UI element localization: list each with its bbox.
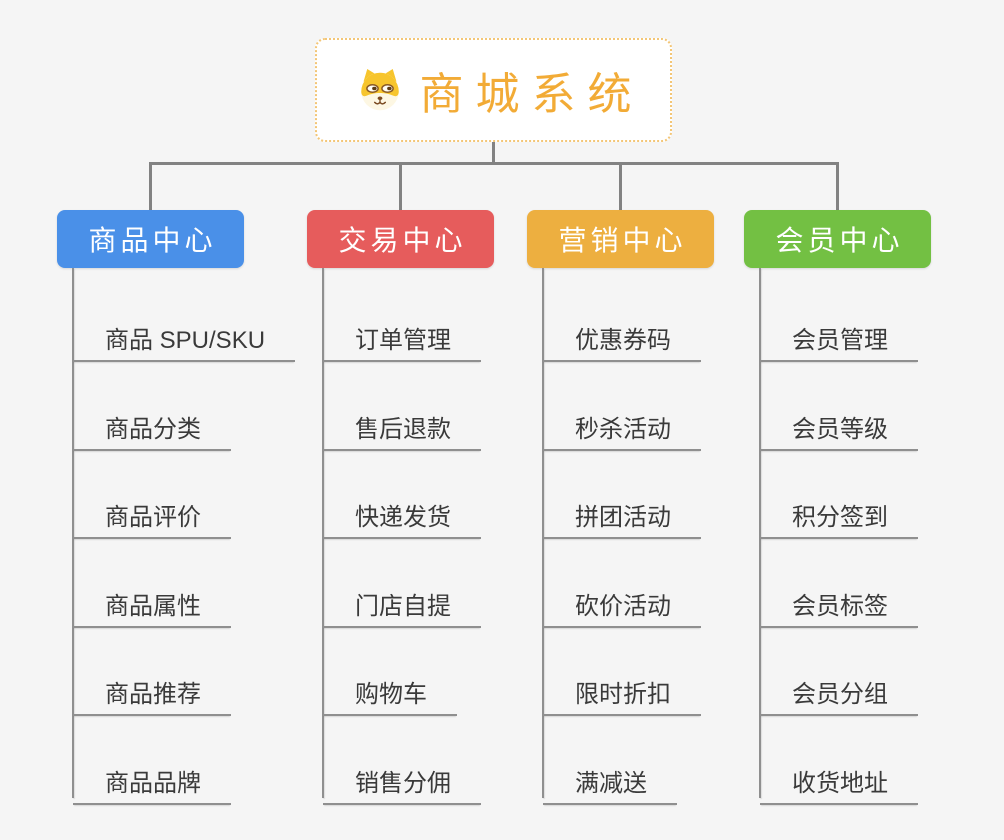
leaf-label: 商品评价: [105, 503, 201, 531]
leaf-node[interactable]: 门店自提: [323, 580, 481, 628]
leaf-node[interactable]: 收货地址: [760, 757, 918, 805]
leaf-label: 门店自提: [355, 592, 451, 620]
leaf-node[interactable]: 快递发货: [323, 491, 481, 539]
leaf-node[interactable]: 会员等级: [760, 403, 918, 451]
leaf-node[interactable]: 会员管理: [760, 314, 918, 362]
leaf-label: 砍价活动: [575, 592, 671, 620]
leaf-label: 销售分佣: [355, 769, 451, 797]
leaf-label: 商品分类: [105, 415, 201, 443]
connector-branch-trunk: [72, 268, 74, 798]
root-title: 商城系统: [419, 70, 644, 119]
connector-horizontal-bar: [149, 162, 839, 165]
leaf-node[interactable]: 购物车: [323, 668, 457, 716]
branch-label: 交易中心: [338, 225, 467, 256]
leaf-label: 会员等级: [792, 415, 888, 443]
leaf-node[interactable]: 商品 SPU/SKU: [73, 314, 296, 362]
leaf-node[interactable]: 砍价活动: [543, 580, 701, 628]
leaf-node[interactable]: 销售分佣: [323, 757, 481, 805]
connector-branch-trunk: [759, 268, 761, 798]
leaf-label: 快递发货: [355, 503, 451, 531]
leaf-node[interactable]: 优惠券码: [543, 314, 701, 362]
leaf-label: 满减送: [575, 769, 647, 797]
connector-branch-drop: [149, 162, 152, 210]
leaf-label: 商品品牌: [105, 769, 201, 797]
branch-label: 商品中心: [88, 225, 217, 256]
connector-branch-trunk: [542, 268, 544, 798]
leaf-node[interactable]: 售后退款: [323, 403, 481, 451]
leaf-node[interactable]: 商品推荐: [73, 668, 231, 716]
leaf-label: 拼团活动: [575, 503, 671, 531]
leaf-node[interactable]: 商品品牌: [73, 757, 231, 805]
leaf-node[interactable]: 拼团活动: [543, 491, 701, 539]
leaf-label: 收货地址: [792, 769, 888, 797]
connector-branch-drop: [619, 162, 622, 210]
leaf-node[interactable]: 会员标签: [760, 580, 918, 628]
leaf-node[interactable]: 商品分类: [73, 403, 231, 451]
branch-label: 营销中心: [558, 225, 687, 256]
leaf-node[interactable]: 商品属性: [73, 580, 231, 628]
root-node[interactable]: 商城系统: [315, 38, 672, 142]
leaf-label: 优惠券码: [575, 326, 671, 354]
leaf-label: 会员分组: [792, 680, 888, 708]
leaf-label: 商品属性: [105, 592, 201, 620]
leaf-label: 订单管理: [355, 326, 451, 354]
leaf-node[interactable]: 限时折扣: [543, 668, 701, 716]
leaf-node[interactable]: 积分签到: [760, 491, 918, 539]
connector-branch-trunk: [322, 268, 324, 798]
leaf-label: 商品 SPU/SKU: [105, 326, 266, 354]
leaf-node[interactable]: 订单管理: [323, 314, 481, 362]
branch-label: 会员中心: [775, 225, 904, 256]
leaf-label: 会员标签: [792, 592, 888, 620]
branch-node[interactable]: 营销中心: [527, 210, 714, 268]
leaf-node[interactable]: 满减送: [543, 757, 677, 805]
connector-root-stem: [492, 142, 495, 163]
branch-node[interactable]: 交易中心: [307, 210, 494, 268]
branch-node[interactable]: 会员中心: [744, 210, 931, 268]
connector-branch-drop: [836, 162, 839, 210]
leaf-label: 限时折扣: [575, 680, 671, 708]
leaf-node[interactable]: 商品评价: [73, 491, 231, 539]
dog-face-icon: [356, 66, 404, 114]
leaf-label: 商品推荐: [105, 680, 201, 708]
leaf-node[interactable]: 秒杀活动: [543, 403, 701, 451]
leaf-node[interactable]: 会员分组: [760, 668, 918, 716]
leaf-label: 秒杀活动: [575, 415, 671, 443]
leaf-label: 会员管理: [792, 326, 888, 354]
leaf-label: 购物车: [355, 680, 427, 708]
connector-branch-drop: [399, 162, 402, 210]
leaf-label: 积分签到: [792, 503, 888, 531]
branch-node[interactable]: 商品中心: [57, 210, 244, 268]
leaf-label: 售后退款: [355, 415, 451, 443]
